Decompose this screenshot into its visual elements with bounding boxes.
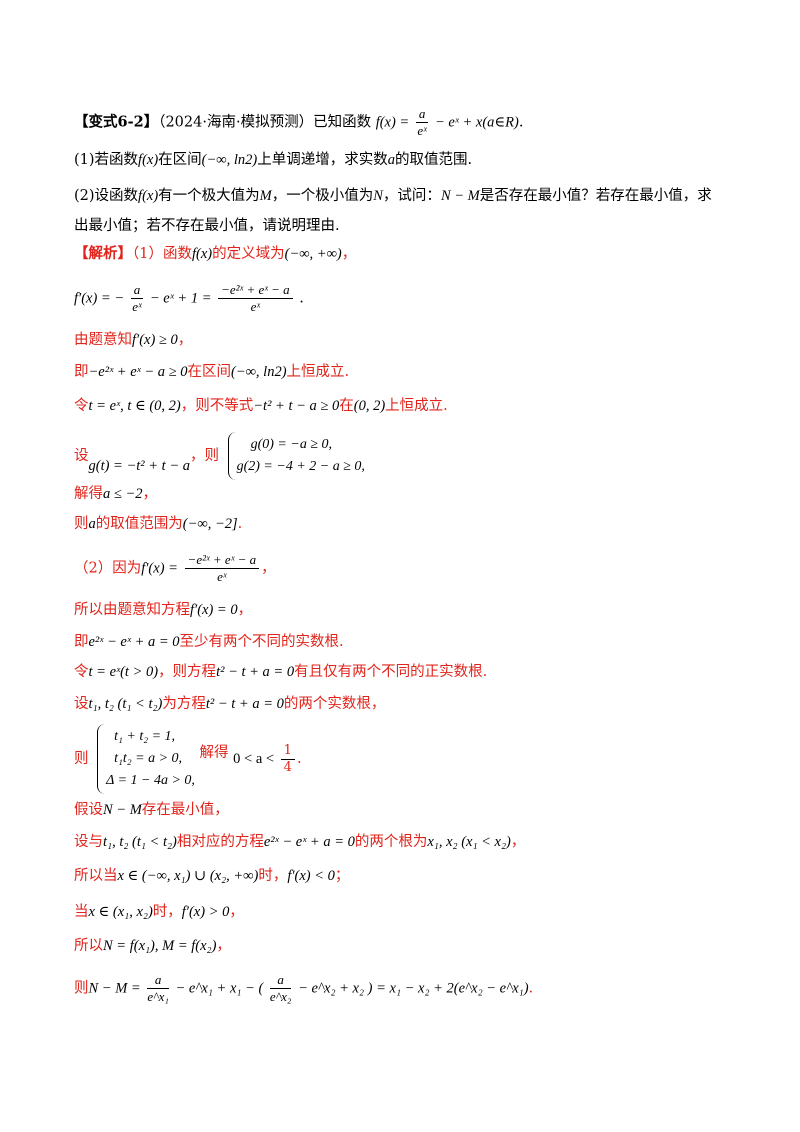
system-g: g(0) = −a ≥ 0,g(2) = −4 + 2 − a ≥ 0,	[227, 432, 365, 480]
solution-line-6: 设g(t) = −t² + t − a，则 g(0) = −a ≥ 0,g(2)…	[74, 432, 365, 480]
part-2-line-9: 所以当x ∈ (−∞, x₁) ∪ (x₂, +∞)时，f′(x) < 0；	[74, 868, 350, 884]
function-rest: − eˣ + x(a∈R)	[434, 114, 519, 131]
system-roots: t₁ + t₂ = 1,t₁t₂ = a > 0,Δ = 1 − 4a > 0,	[97, 724, 195, 794]
solution-line-7: 解得a ≤ −2，	[74, 486, 157, 502]
solution-line-1: 【解析】（1）函数f(x)的定义域为(−∞, +∞)，	[74, 245, 357, 262]
part-2-line-4: 令t = eˣ(t > 0)，则方程t² − t + a = 0有且仅有两个不同…	[74, 664, 488, 680]
solution-line-8: 则a的取值范围为(−∞, −2].	[74, 516, 243, 532]
part-2-line-5: 设t₁, t₂ (t₁ < t₂)为方程t² − t + a = 0的两个实数根…	[74, 696, 386, 712]
solution-head: 【解析】	[74, 245, 132, 262]
part-2-line-2: 所以由题意知方程f′(x) = 0，	[74, 602, 253, 618]
function-lhs: f(x) =	[375, 114, 410, 131]
part-2-line-3: 即e²ˣ − eˣ + a = 0至少有两个不同的实数根.	[74, 634, 344, 650]
variant-tag: 【变式6-2】	[74, 113, 159, 131]
solution-line-3: 由题意知f′(x) ≥ 0，	[74, 332, 193, 348]
part-2-line-11: 所以N = f(x₁), M = f(x₂)，	[74, 938, 231, 954]
part-2-line-7: 假设N − M存在最小值，	[74, 802, 229, 818]
question-2-line-1: (2)设函数f(x)有一个极大值为M，一个极小值为N，试问：N − M是否存在最…	[74, 188, 712, 204]
solution-line-4: 即−e²ˣ + eˣ − a ≥ 0在区间(−∞, ln2)上恒成立.	[74, 364, 350, 380]
part-2-line-10: 当x ∈ (x₁, x₂)时，f′(x) > 0，	[74, 904, 244, 920]
question-2-line-2: 出最小值；若不存在最小值，请说明理由.	[74, 218, 340, 234]
question-1: (1)若函数f(x)在区间(−∞, ln2)上单调递增，求实数a的取值范围.	[74, 152, 473, 168]
problem-source: （2024·海南·模拟预测）已知函数	[158, 114, 372, 131]
solution-line-5: 令t = eˣ, t ∈ (0, 2)，则不等式−t² + t − a ≥ 0在…	[74, 398, 448, 414]
part-2-line-6: 则 t₁ + t₂ = 1,t₁t₂ = a > 0,Δ = 1 − 4a > …	[74, 724, 302, 794]
part-2-line-8: 设与t₁, t₂ (t₁ < t₂)相对应的方程e²ˣ − eˣ + a = 0…	[74, 834, 526, 850]
